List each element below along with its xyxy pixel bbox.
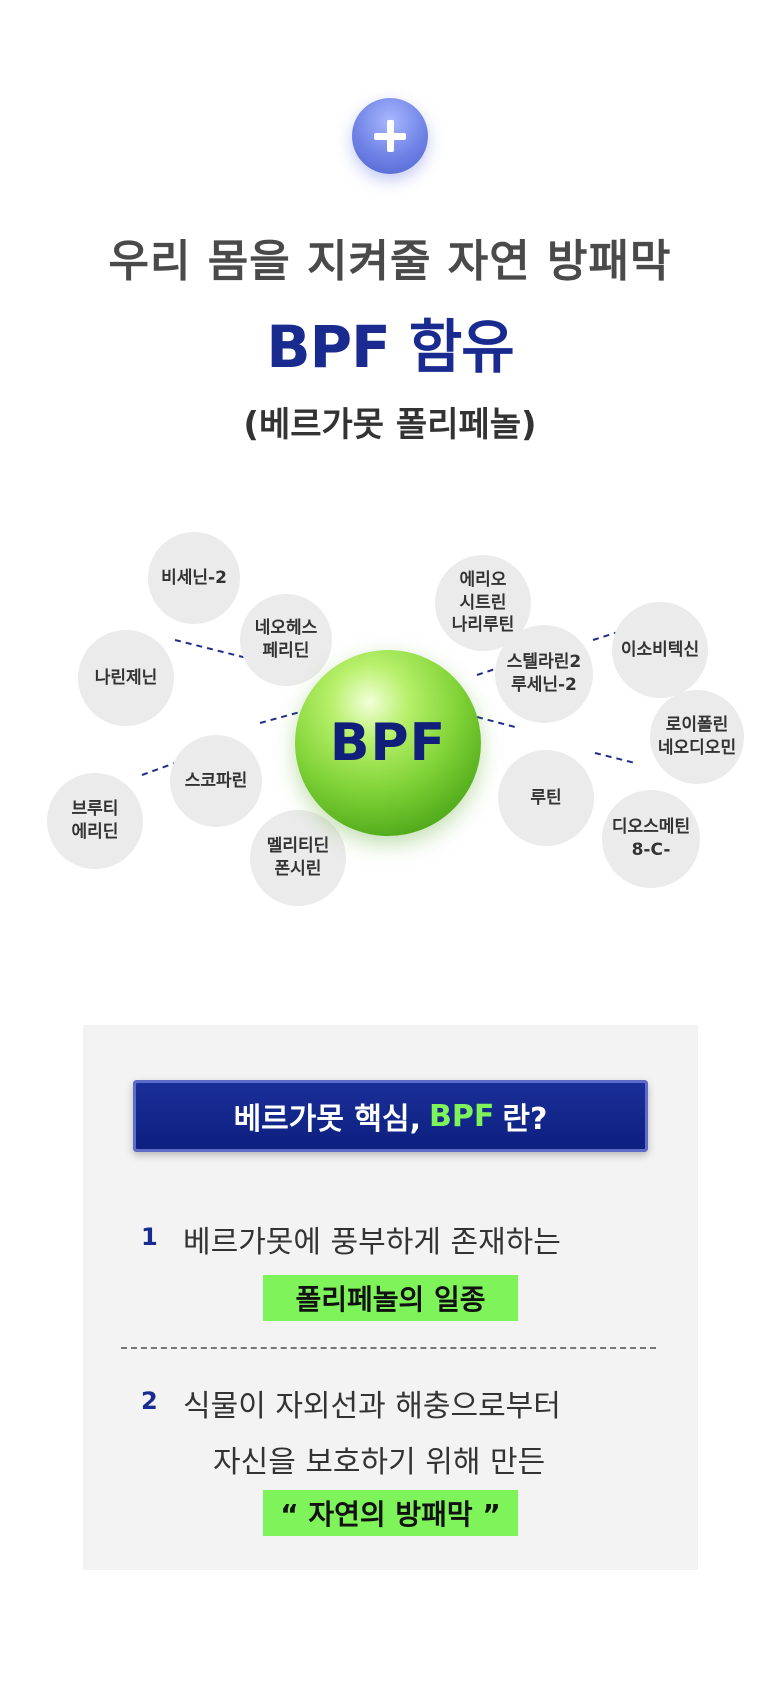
panel-title-highlight: BPF — [429, 1098, 495, 1134]
connector-line — [594, 752, 636, 764]
bpf-diagram: 비세닌-2 네오헤스 페리딘 나린제닌 스코파린 브루티 에리딘 멜리티딘 폰시… — [0, 520, 780, 940]
item-number-1: 1 — [141, 1223, 158, 1251]
bubble-isovitexin: 이소비텍신 — [612, 602, 708, 698]
connector-line — [259, 711, 301, 724]
bubble-vicenin: 비세닌-2 — [148, 532, 240, 624]
dashed-divider — [121, 1347, 656, 1349]
subhead: BPF 함유 — [266, 313, 514, 381]
item-2-line-2: 자신을 보호하기 위해 만든 — [213, 1445, 546, 1480]
bubble-scoparin: 스코파린 — [170, 735, 262, 827]
bubble-naringenin: 나린제닌 — [78, 630, 174, 726]
connector-line — [141, 762, 176, 776]
bubble-melitidin: 멜리티딘 폰시린 — [250, 810, 346, 906]
headline: 우리 몸을 지켜줄 자연 방패막 — [108, 236, 672, 287]
plus-icon — [352, 98, 428, 174]
bubble-rutin: 루틴 — [498, 750, 594, 846]
bpf-info-panel: 베르가못 핵심, BPF 란? 1 베르가못에 풍부하게 존재하는 폴리페놀의 … — [83, 1025, 698, 1570]
bpf-sphere: BPF — [295, 650, 481, 836]
paren-text: (베르가못 폴리페놀) — [243, 405, 537, 445]
bubble-brutieridin: 브루티 에리딘 — [47, 773, 143, 869]
connector-line — [476, 668, 496, 676]
bubble-neohesperidin: 네오헤스 페리딘 — [240, 594, 332, 686]
item-number-2: 2 — [141, 1387, 158, 1415]
item-1-highlight: 폴리페놀의 일종 — [263, 1275, 518, 1321]
bubble-rhoifolin: 로이폴린 네오디오민 — [650, 690, 744, 784]
bubble-stellarin: 스텔라린2 루세닌-2 — [495, 625, 593, 723]
panel-title-before: 베르가못 핵심, — [233, 1102, 422, 1137]
item-2-highlight: “ 자연의 방패막 ” — [263, 1490, 518, 1536]
panel-title-after: 란? — [502, 1102, 548, 1137]
item-1-line: 베르가못에 풍부하게 존재하는 — [183, 1225, 561, 1260]
item-2-line-1: 식물이 자외선과 해충으로부터 — [183, 1389, 561, 1424]
bubble-diosmetin: 디오스메틴 8-C- — [602, 790, 700, 888]
panel-title: 베르가못 핵심, BPF 란? — [133, 1080, 648, 1152]
connector-line — [476, 716, 516, 728]
